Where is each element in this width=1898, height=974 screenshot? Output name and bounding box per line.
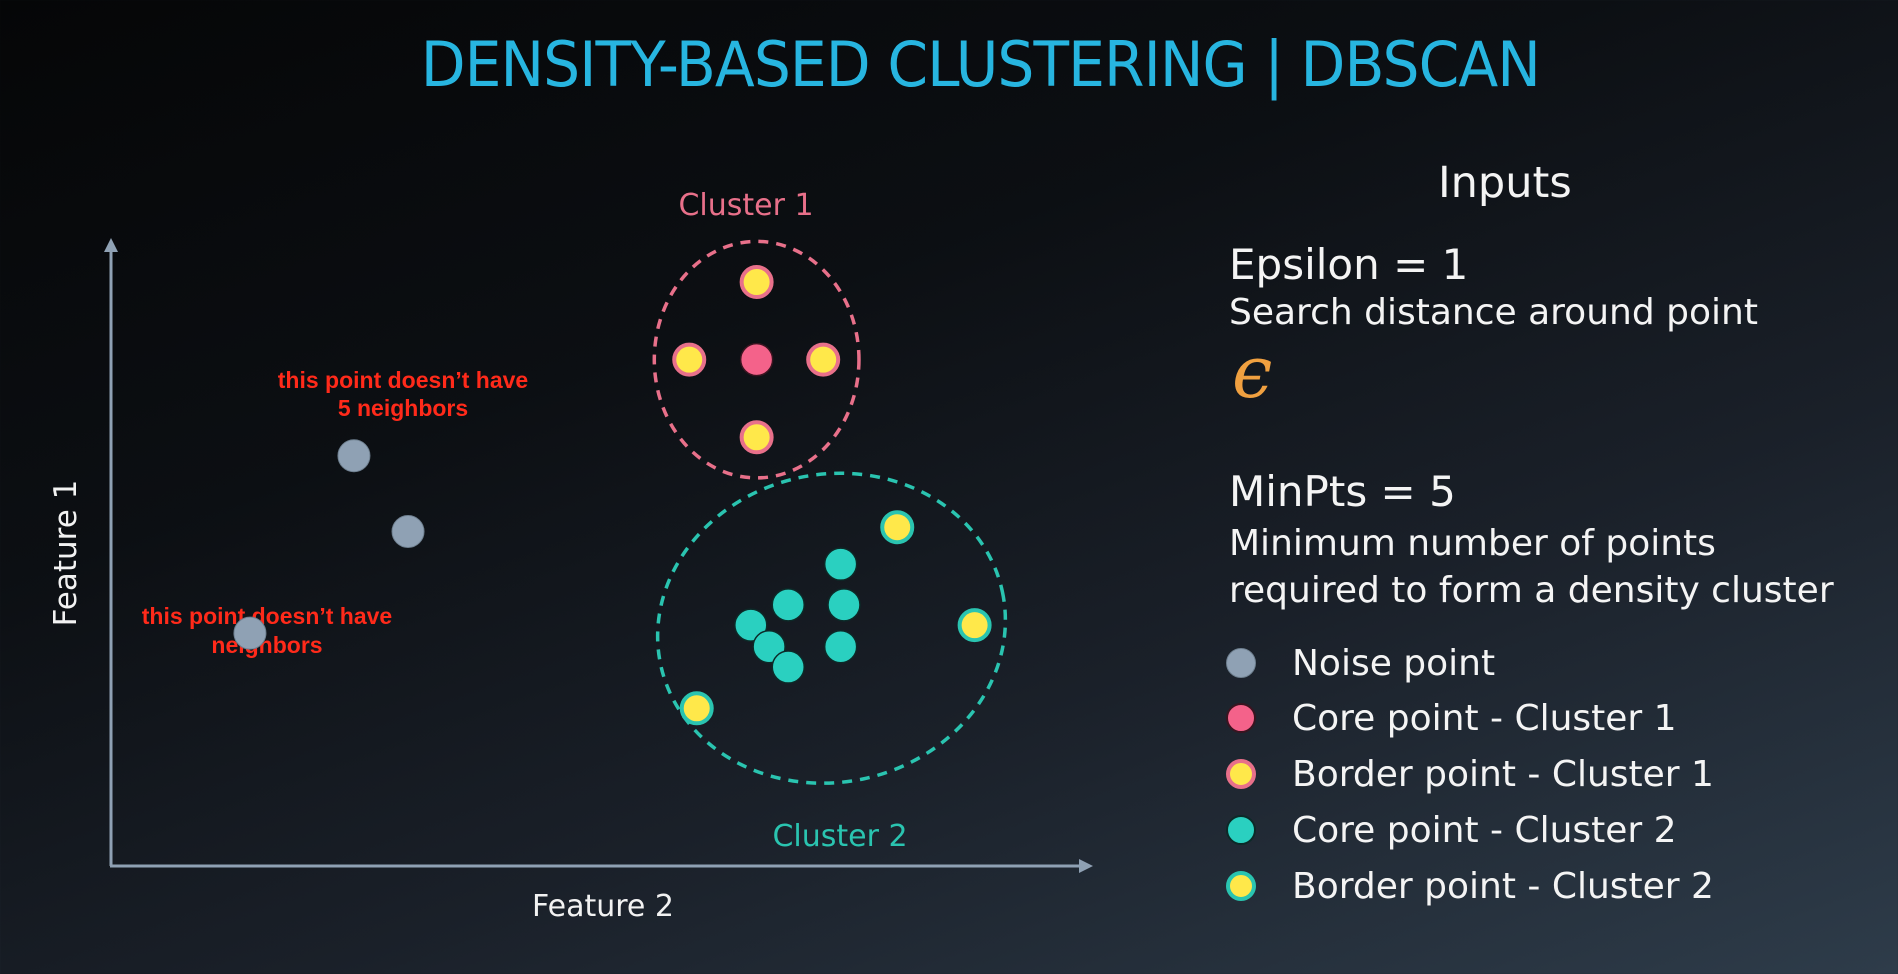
legend-item-border1: Border point - Cluster 1 xyxy=(1226,753,1714,795)
core-point-cluster1-icon xyxy=(1226,703,1256,733)
epsilon-description: Search distance around point xyxy=(1229,292,1758,333)
annotation-line: 5 neighbors xyxy=(338,395,468,421)
noise-point-icon xyxy=(1226,648,1256,678)
cluster2-label: Cluster 2 xyxy=(772,819,907,854)
annotation-line: neighbors xyxy=(211,632,322,658)
annotation-no-neighbors: this point doesn’t have neighbors xyxy=(142,603,392,658)
legend-item-core2: Core point - Cluster 2 xyxy=(1226,809,1677,851)
minpts-description-line: Minimum number of points xyxy=(1229,523,1716,564)
border2-point xyxy=(679,691,714,726)
cluster-regions xyxy=(652,239,1008,785)
x-axis-label: Feature 2 xyxy=(532,889,674,924)
annotation-line: this point doesn’t have xyxy=(142,603,392,629)
epsilon-symbol-icon: ϵ xyxy=(1232,330,1273,414)
axes xyxy=(104,238,1093,873)
legend-item-noise: Noise point xyxy=(1226,642,1496,684)
core2-point xyxy=(734,608,768,642)
border1-point xyxy=(739,265,774,300)
x-axis-arrow-icon xyxy=(1079,859,1093,873)
legend-label: Border point - Cluster 2 xyxy=(1292,865,1714,907)
border1-point xyxy=(739,420,774,455)
y-axis-arrow-icon xyxy=(104,238,118,252)
core2-point xyxy=(827,588,861,622)
core-point-cluster2-icon xyxy=(1226,815,1256,845)
epsilon-value: Epsilon = 1 xyxy=(1229,240,1469,289)
noise-point xyxy=(233,616,267,650)
noise-point xyxy=(337,439,371,473)
inputs-heading: Inputs xyxy=(1438,158,1572,208)
border-point-cluster1-icon xyxy=(1226,759,1256,789)
core2-point xyxy=(771,650,805,684)
data-points xyxy=(233,265,992,726)
cluster1-label: Cluster 1 xyxy=(678,188,813,223)
core2-point xyxy=(771,588,805,622)
core2-point xyxy=(823,547,858,581)
minpts-description: Minimum number of points required to for… xyxy=(1229,520,1834,614)
legend-label: Core point - Cluster 2 xyxy=(1292,809,1677,851)
legend-label: Noise point xyxy=(1292,642,1496,684)
minpts-value: MinPts = 5 xyxy=(1229,467,1456,516)
border2-point xyxy=(880,510,915,545)
page-title: DENSITY-BASED CLUSTERING | DBSCAN xyxy=(420,28,1541,101)
border1-point xyxy=(672,342,707,377)
legend-label: Core point - Cluster 1 xyxy=(1292,697,1677,739)
y-axis-label: Feature 1 xyxy=(48,480,84,627)
core2-point xyxy=(823,629,858,664)
border-point-cluster2-icon xyxy=(1226,871,1256,901)
annotation-five-neighbors: this point doesn’t have 5 neighbors xyxy=(278,367,528,421)
noise-point xyxy=(391,515,425,549)
minpts-description-line: required to form a density cluster xyxy=(1229,570,1834,611)
core1-point xyxy=(739,342,774,377)
cluster2-boundary xyxy=(655,471,1008,785)
legend-item-border2: Border point - Cluster 2 xyxy=(1226,865,1714,907)
legend-label: Border point - Cluster 1 xyxy=(1292,753,1714,795)
cluster1-boundary xyxy=(652,239,861,480)
annotation-line: this point doesn’t have xyxy=(278,367,528,393)
border2-point xyxy=(957,608,992,643)
border1-point xyxy=(806,342,841,377)
legend-item-core1: Core point - Cluster 1 xyxy=(1226,697,1677,739)
